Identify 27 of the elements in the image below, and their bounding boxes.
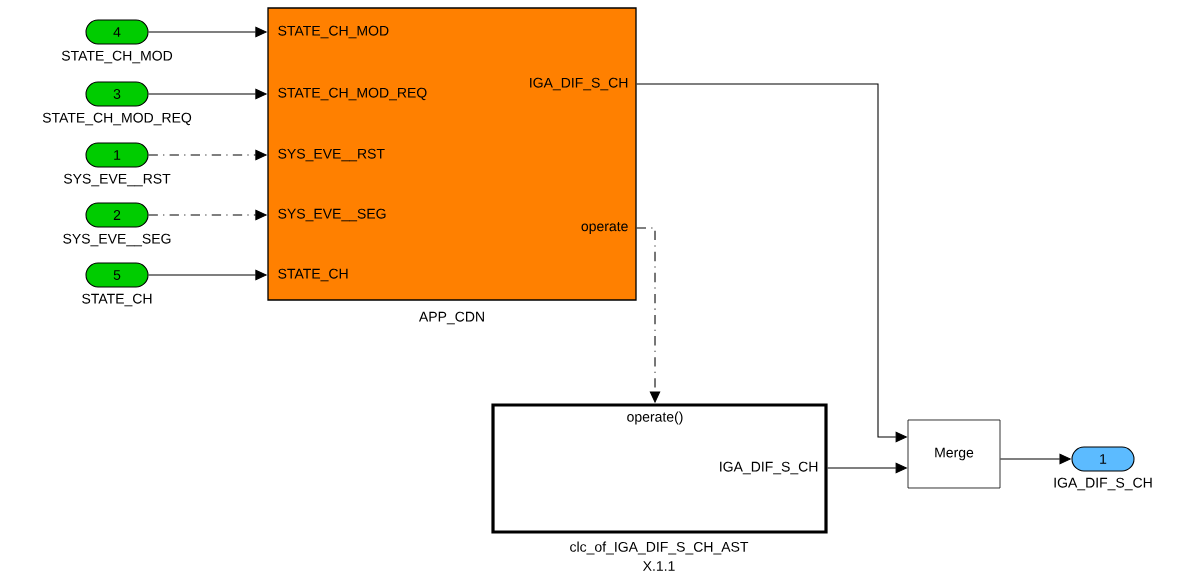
merge-block: Merge	[907, 419, 1001, 489]
subsystem-block: operate() IGA_DIF_S_CH	[491, 403, 828, 534]
node-label: STATE_CH_MOD_REQ	[278, 87, 427, 101]
port-label: STATE_CH_MOD_REQ	[42, 112, 192, 126]
block-label: APP_CDN	[418, 311, 484, 325]
port-label: SYS_EVE__SEG	[63, 233, 171, 247]
port-label: SYS_EVE__RST	[63, 173, 171, 187]
inport: 5	[85, 262, 149, 288]
node-label: STATE_CH	[278, 268, 348, 282]
node-label: IGA_DIF_S_CH	[530, 77, 628, 91]
node-label: SYS_EVE__RST	[278, 148, 385, 162]
inport: 1	[85, 142, 149, 168]
port-label: STATE_CH_MOD	[61, 50, 173, 64]
block-label: clc_of_IGA_DIF_S_CH_AST	[570, 541, 749, 555]
port-label: STATE_CH	[82, 293, 152, 307]
node-label: operate	[581, 222, 628, 234]
block-label: X.1.1	[642, 561, 675, 571]
inport: 3	[85, 81, 149, 107]
port-label: IGA_DIF_S_CH	[1054, 477, 1152, 491]
node-label: STATE_CH_MOD	[278, 25, 389, 39]
node-label: SYS_EVE__SEG	[278, 208, 386, 222]
inport: 4	[85, 19, 149, 45]
inport: 2	[85, 202, 149, 228]
node-label: IGA_DIF_S_CH	[720, 461, 818, 475]
function-block: STATE_CH_MOD STATE_CH_MOD_REQ SYS_EVE__RST SYS_EVE__SEG STATE_CH IGA_DIF_S_CH operate	[267, 7, 637, 301]
node-label: operate()	[627, 411, 683, 425]
outport: 1	[1071, 446, 1135, 472]
